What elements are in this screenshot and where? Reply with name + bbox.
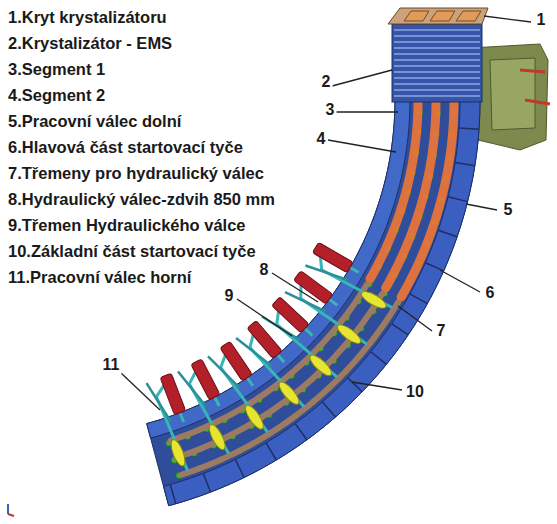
work-roll-cylinder (168, 438, 187, 468)
mould-plate (394, 47, 480, 49)
part-name: 3.Segment 1 (8, 59, 105, 79)
frame-rib (266, 443, 276, 460)
leader-line (332, 70, 392, 86)
cover-plate (430, 11, 455, 21)
mould-plate (394, 65, 480, 67)
starter-bar-base (171, 284, 367, 440)
leader-line (328, 140, 396, 152)
mould-plate (394, 71, 480, 73)
mould-plate (394, 41, 480, 43)
work-roll-cylinder (307, 352, 334, 378)
mould (392, 24, 482, 102)
hydraulic-cylinder (220, 341, 252, 381)
frame-rib (170, 485, 176, 504)
mould-plate (394, 95, 480, 97)
callout-number: 11 (101, 356, 122, 374)
mould-plate (394, 29, 480, 31)
frame-rib (371, 352, 387, 365)
frame-rib (438, 230, 457, 237)
starter-bar-head (386, 93, 436, 288)
leader-line (398, 306, 432, 331)
axis-triad (7, 504, 9, 514)
mould-plate (394, 77, 480, 79)
starter-bar-base (182, 303, 398, 475)
mould-plate (394, 59, 480, 61)
leader-line (272, 273, 318, 302)
part-name: 9.Třemen Hydraulického válce (8, 215, 246, 235)
hydraulic-cylinder (191, 359, 220, 400)
part-name: 10.Základní část startovací tyče (8, 241, 256, 261)
work-roll-cylinder (359, 289, 388, 312)
callout-number: 9 (223, 287, 236, 305)
mould-plate (394, 89, 480, 91)
frame-rib (322, 402, 335, 417)
hydraulic-cylinder (160, 373, 186, 415)
part-name: 8.Hydraulický válec-zdvih 850 mm (8, 189, 275, 209)
frame-rib (203, 473, 210, 492)
starter-bar-head (370, 94, 418, 279)
starter-bar-base (176, 294, 382, 458)
yoke (221, 349, 268, 433)
frame-rib (348, 378, 362, 392)
part-name: 1.Kryt krystalizátoru (8, 7, 167, 27)
frame-rib (455, 163, 475, 166)
part-name: 5.Pracovní válec dolní (8, 111, 181, 131)
ems-pipe (520, 70, 550, 104)
hydraulic-cylinder (272, 297, 309, 333)
callout-number: 3 (324, 101, 337, 119)
part-name: 11.Pracovní válec horní (8, 267, 191, 287)
leader-line (352, 382, 402, 390)
mould-plate (394, 53, 480, 55)
callout-number: 5 (502, 201, 515, 219)
callout-number: 4 (315, 130, 328, 148)
frame-rib (392, 324, 409, 335)
part-name: 2.Krystalizátor - EMS (8, 33, 172, 53)
mould-plate (394, 35, 480, 37)
cover-plate (456, 11, 481, 21)
work-roll-cylinder (276, 379, 302, 407)
axis-triad (8, 514, 14, 516)
starter-bar-head (401, 93, 454, 297)
callout-number: 7 (435, 322, 448, 340)
callout-number: 6 (484, 284, 497, 302)
callout-number: 8 (258, 261, 271, 279)
callout-number: 1 (535, 11, 548, 29)
frame-rib (235, 460, 244, 478)
callout-number: 10 (404, 383, 426, 401)
leader-line (440, 270, 480, 292)
frame-rib (295, 424, 307, 440)
part-name: 6.Hlavová část startovací tyče (8, 137, 243, 157)
mould-plate (394, 83, 480, 85)
frame-rib (459, 128, 479, 129)
leader-line (484, 16, 531, 22)
part-name: 4.Segment 2 (8, 85, 105, 105)
frame-rib (425, 263, 443, 271)
part-name: 7.Třemeny pro hydraulický válec (8, 163, 264, 183)
frame-rib (410, 294, 427, 304)
ems-device-detail (490, 58, 535, 130)
callout-number: 2 (320, 73, 333, 91)
leader-line (336, 111, 398, 112)
frame-rib (448, 197, 467, 202)
hydraulic-cylinder (312, 242, 353, 272)
cover-plate (404, 11, 429, 21)
work-roll-cylinder (206, 422, 228, 451)
leader-line (237, 299, 292, 336)
work-roll-cylinder (335, 322, 363, 347)
leader-line (120, 372, 160, 410)
leader-line (466, 204, 497, 210)
mould-cover (388, 8, 488, 24)
work-roll-cylinder (242, 403, 266, 432)
